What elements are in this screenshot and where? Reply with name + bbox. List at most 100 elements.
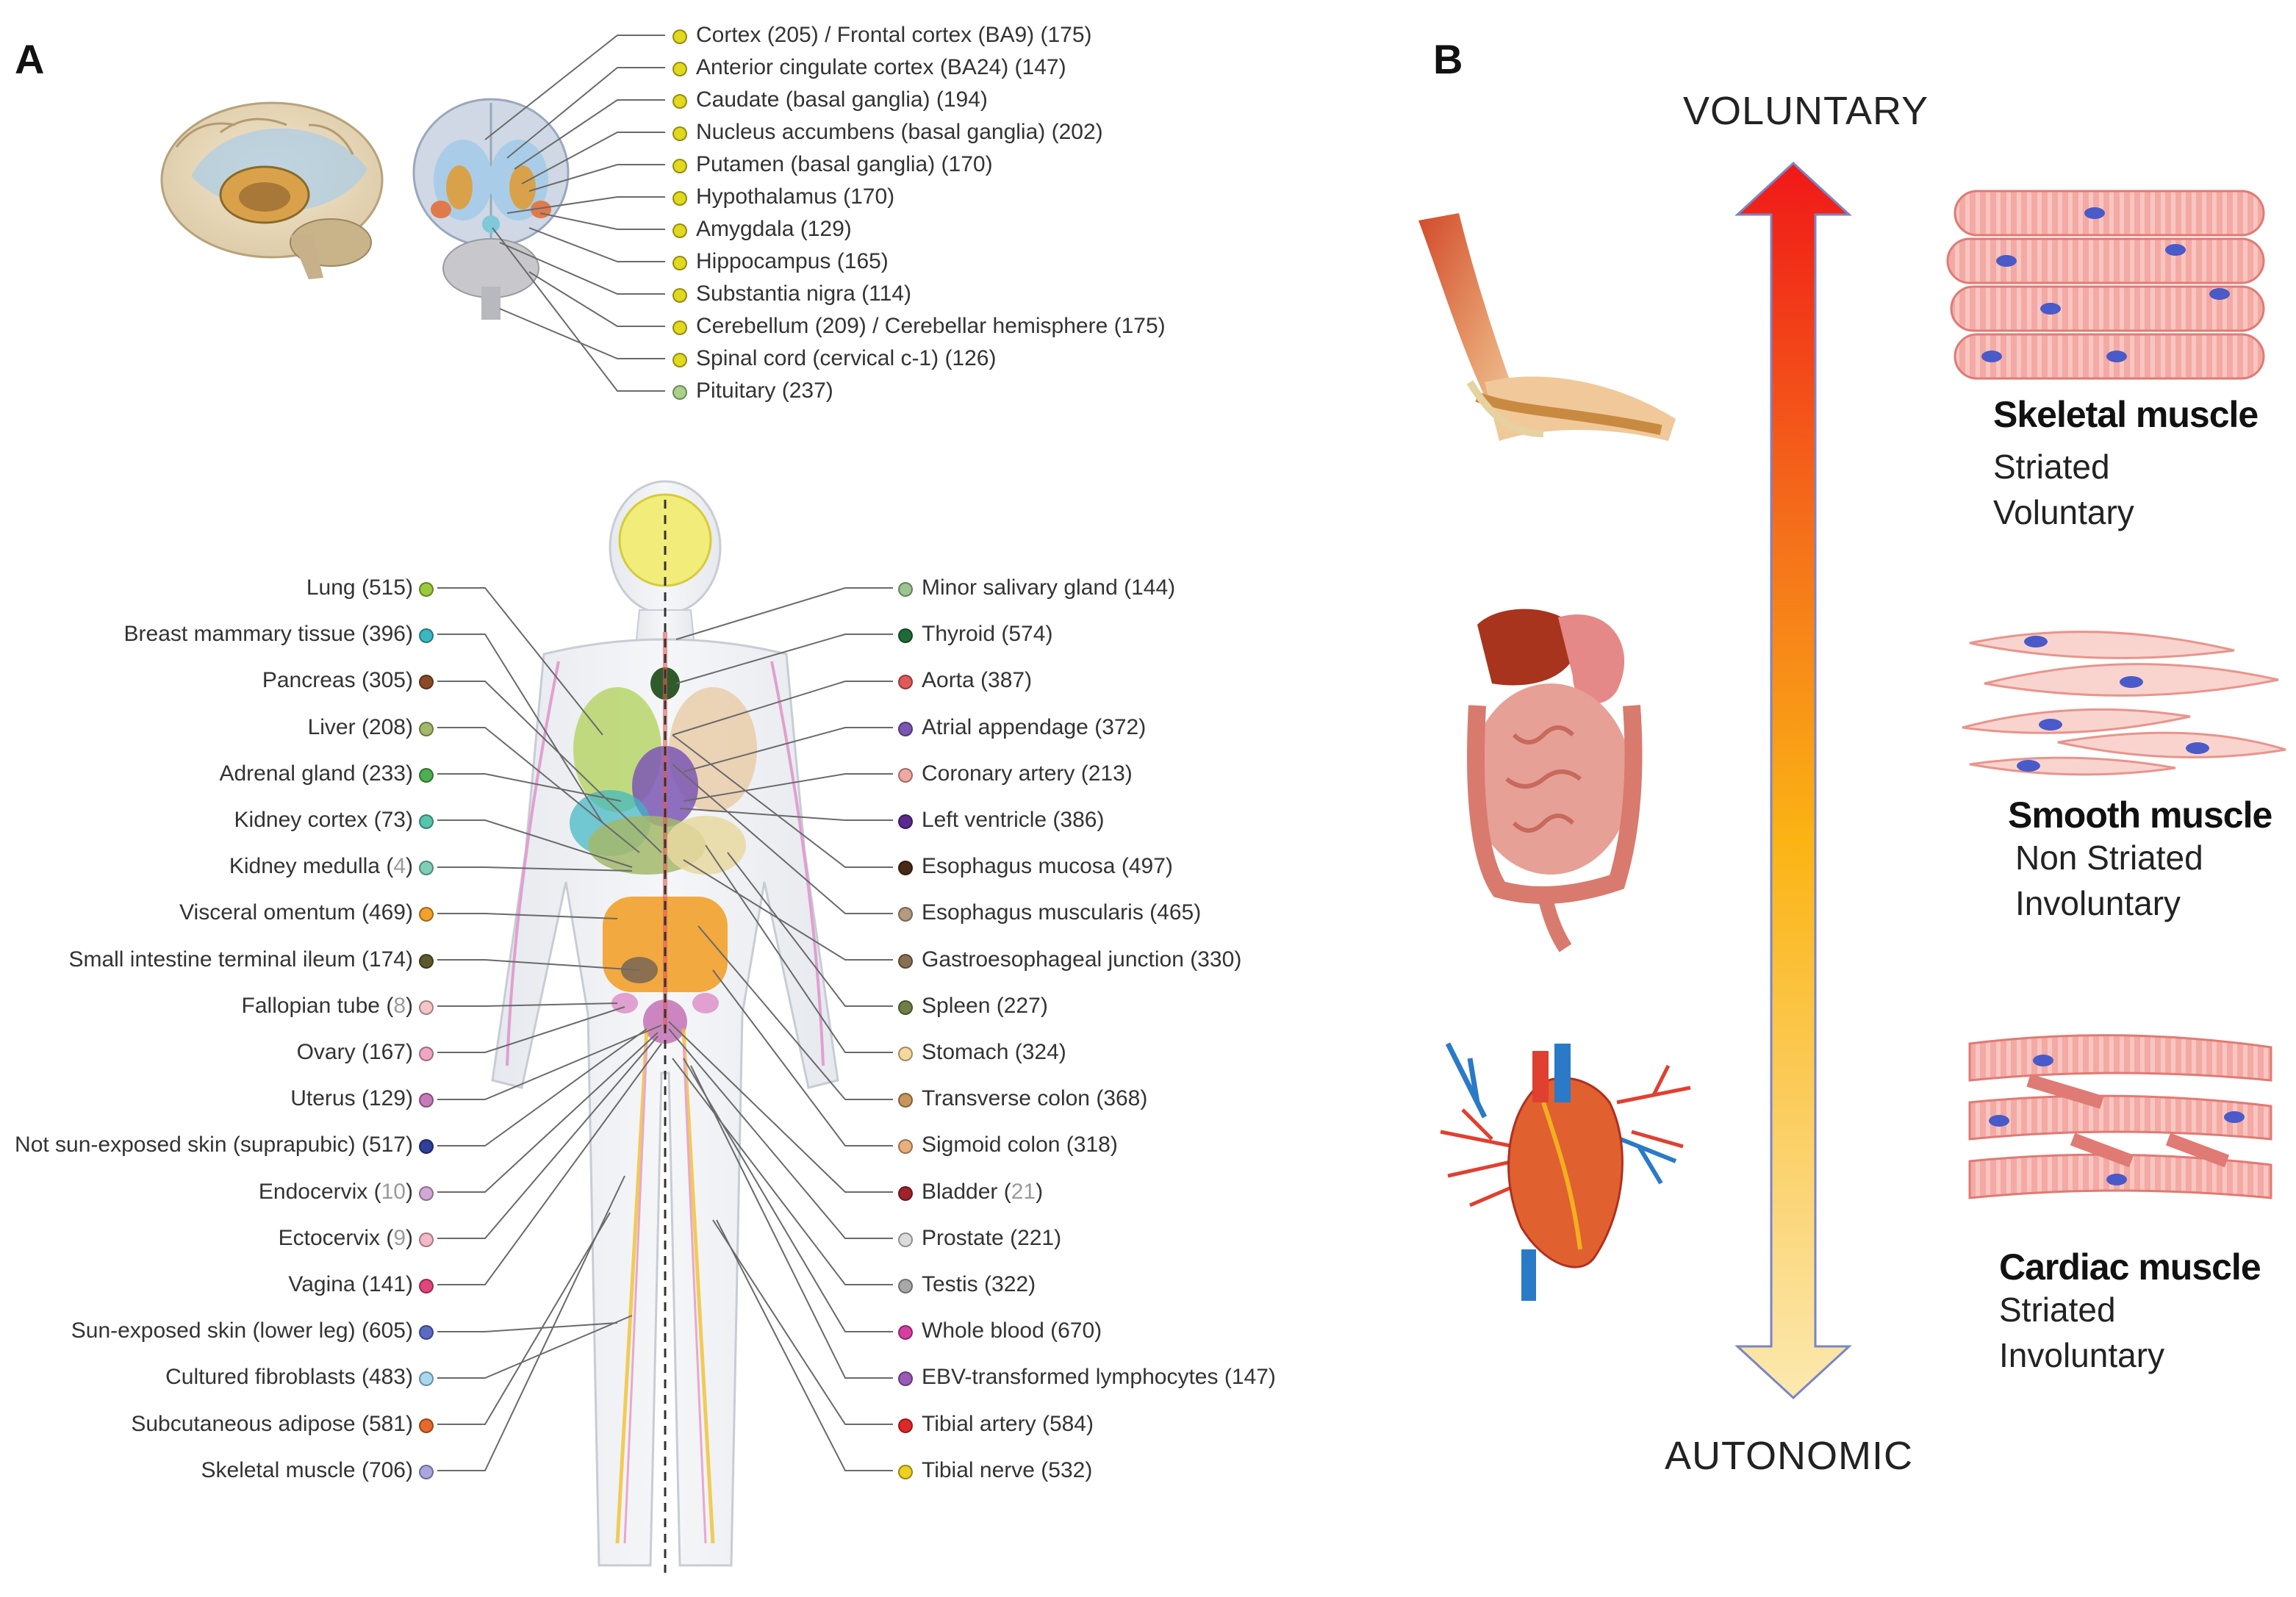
tissue-sample-count: 318: [1073, 1133, 1111, 1158]
tissue-name: Tibial nerve: [922, 1457, 1035, 1482]
legend-dot: [419, 1047, 434, 1061]
tissue-item: Left ventricle (386): [898, 806, 1104, 834]
legend-dot: [672, 320, 687, 335]
tissue-name: Adrenal gland: [219, 761, 356, 786]
legend-dot: [898, 1000, 913, 1015]
tissue-name: Bladder: [922, 1179, 998, 1204]
tissue-item: Liver (208): [308, 714, 434, 742]
tissue-item: Stomach (324): [898, 1038, 1066, 1066]
brain-region-label: Amygdala (129): [696, 217, 852, 241]
legend-dot: [419, 1325, 434, 1341]
legend-dot: [672, 288, 687, 303]
brain-region-item: Pituitary (237): [672, 377, 833, 405]
legend-dot: [898, 907, 913, 922]
legend-dot: [672, 94, 687, 109]
legend-dot: [672, 191, 687, 206]
legend-dot: [419, 1279, 434, 1293]
tissue-item: Prostate (221): [898, 1224, 1061, 1252]
tissue-name: Prostate: [922, 1225, 1004, 1250]
brain-region-item: Putamen (basal ganglia) (170): [672, 151, 993, 179]
tissue-sample-count: 227: [1003, 993, 1041, 1018]
legend-dot: [898, 582, 913, 597]
tissue-item: Lung (515): [306, 574, 434, 602]
legend-dot: [419, 1371, 434, 1387]
legend-dot: [419, 814, 434, 829]
legend-dot: [898, 1279, 913, 1293]
brain-region-item: Spinal cord (cervical c-1) (126): [672, 345, 996, 373]
brain-region-item: Cerebellum (209) / Cerebellar hemisphere…: [672, 312, 1166, 340]
left-leader-lines: [437, 587, 662, 1471]
tissue-item: Coronary artery (213): [898, 760, 1133, 788]
legend-dot: [419, 1185, 434, 1201]
tissue-sample-count: 574: [1008, 622, 1046, 647]
brain-region-label: Hypothalamus (170): [696, 184, 895, 209]
tissue-name: Tibial artery: [922, 1411, 1036, 1436]
brain-region-item: Amygdala (129): [672, 215, 852, 243]
tissue-item: Breast mammary tissue (396): [124, 620, 434, 648]
tissue-sample-count: 233: [368, 761, 406, 786]
tissue-item: Tibial nerve (532): [898, 1457, 1092, 1485]
brain-region-label: Hippocampus (165): [696, 249, 889, 273]
tissue-name: Atrial appendage: [922, 714, 1088, 739]
tissue-name: Esophagus mucosa: [922, 854, 1116, 879]
tissue-sample-count: 21: [1011, 1179, 1036, 1204]
brain-leader-lines: [484, 35, 665, 392]
tissue-name: Subcutaneous adipose: [131, 1411, 356, 1436]
legend-dot: [898, 1139, 913, 1155]
tissue-sample-count: 387: [988, 668, 1025, 693]
tissue-name: Pancreas: [262, 668, 356, 693]
tissue-name: Esophagus muscularis: [922, 900, 1144, 925]
legend-dot: [898, 1047, 913, 1061]
tissue-sample-count: 174: [368, 947, 406, 972]
legend-dot: [898, 1464, 913, 1479]
skeletal-muscle-line1: Striated: [1993, 448, 2110, 486]
tissue-item: Ectocervix (9): [279, 1224, 434, 1252]
legend-dot: [898, 953, 913, 969]
tissue-item: Visceral omentum (469): [179, 899, 434, 927]
legend-dot: [419, 1464, 434, 1479]
tissue-item: Pancreas (305): [262, 667, 434, 695]
tissue-name: Minor salivary gland: [922, 575, 1118, 600]
legend-dot: [672, 256, 687, 270]
tissue-sample-count: 208: [368, 714, 406, 739]
legend-dot: [898, 1185, 913, 1201]
tissue-sample-count: 305: [368, 668, 406, 693]
tissue-sample-count: 167: [368, 1040, 406, 1064]
right-leader-lines: [668, 587, 893, 1471]
skeletal-muscle-fibers: [1946, 190, 2265, 380]
tissue-item: Whole blood (670): [898, 1317, 1102, 1345]
tissue-sample-count: 4: [393, 854, 406, 879]
tissue-name: Not sun-exposed skin (suprapubic): [15, 1133, 356, 1158]
legend-dot: [419, 1139, 434, 1155]
legend-dot: [672, 385, 687, 400]
smooth-muscle-line2: Involuntary: [2015, 884, 2181, 922]
legend-dot: [898, 675, 913, 690]
tissue-item: Skeletal muscle (706): [201, 1457, 434, 1485]
tissue-sample-count: 10: [381, 1179, 406, 1204]
tissue-name: Fallopian tube: [241, 993, 380, 1018]
tissue-name: Stomach: [922, 1040, 1009, 1064]
tissue-item: Thyroid (574): [898, 620, 1052, 648]
tissue-name: Spleen: [922, 993, 991, 1018]
legend-dot: [419, 1232, 434, 1247]
tissue-sample-count: 386: [1060, 808, 1097, 832]
legend-dot: [672, 62, 687, 76]
tissue-item: Sun-exposed skin (lower leg) (605): [71, 1317, 434, 1345]
tissue-sample-count: 372: [1102, 714, 1139, 739]
tissue-sample-count: 584: [1049, 1411, 1086, 1436]
tissue-item: Tibial artery (584): [898, 1410, 1094, 1438]
tissue-item: Not sun-exposed skin (suprapubic) (517): [15, 1131, 434, 1159]
arm-illustration: [1418, 213, 1676, 441]
tissue-item: Kidney cortex (73): [234, 806, 434, 834]
panel-a-label: A: [15, 36, 45, 82]
human-body-silhouette: [491, 480, 839, 1573]
tissue-item: Fallopian tube (8): [242, 992, 434, 1020]
tissue-name: Ectocervix: [278, 1225, 380, 1250]
tissue-sample-count: 322: [991, 1272, 1029, 1296]
brain-region-label: Nucleus accumbens (basal ganglia) (202): [696, 120, 1103, 144]
voluntary-label: VOLUNTARY: [1683, 89, 1929, 133]
cardiac-muscle-title: Cardiac muscle: [1999, 1246, 2261, 1288]
tissue-sample-count: 469: [368, 900, 406, 925]
legend-dot: [419, 767, 434, 783]
legend-dot: [898, 1232, 913, 1247]
